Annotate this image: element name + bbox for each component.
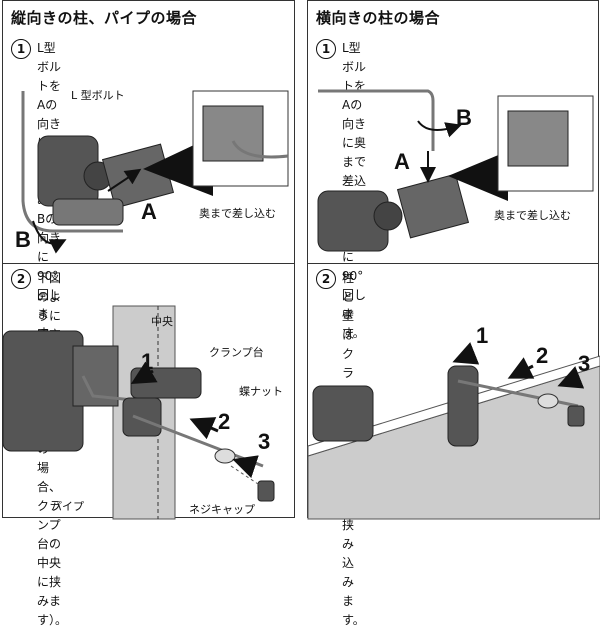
- pipe-label: パイプ: [51, 500, 84, 513]
- cap-label: ネジキャップ: [189, 503, 255, 516]
- label-a: A: [394, 149, 410, 174]
- clamp-label: クランプ台: [209, 346, 264, 359]
- wing-nut-icon: [214, 448, 236, 464]
- clamp-device-icon: [21, 90, 289, 254]
- arrow-number-3: 3: [578, 351, 591, 376]
- step-number: 1: [11, 39, 31, 59]
- label-b: B: [15, 227, 31, 252]
- right-column-horizontal-pillar: 横向きの柱の場合 1 L型ボルトをAの向きに奥まで差込み、 Bの向きに90°回し…: [307, 0, 600, 627]
- step-number: 2: [11, 269, 31, 289]
- screw-cap-icon: [257, 480, 275, 502]
- insert-label: 奥まで差し込む: [199, 207, 276, 220]
- center-label: 中央: [151, 315, 173, 328]
- arrow-number-2: 2: [536, 343, 549, 368]
- insert-label: 奥まで差し込む: [494, 209, 571, 222]
- step-number: 2: [316, 269, 336, 289]
- arrow-number-2: 2: [218, 409, 231, 434]
- wing-nut-icon: [537, 393, 559, 409]
- step-number: 1: [316, 39, 336, 59]
- l-bolt-label: L 型ボルト: [71, 89, 125, 102]
- left-column-title: 縦向きの柱、パイプの場合: [11, 9, 198, 27]
- l-bolt-icon: [317, 89, 594, 252]
- wingnut-label: 蝶ナット: [239, 385, 283, 398]
- arrow-number-1: 1: [141, 349, 154, 374]
- divider: [308, 263, 598, 264]
- pipe-icon: [2, 305, 275, 520]
- left-column-vertical-pillar: 縦向きの柱、パイプの場合 1 L型ボルトをAの向きに奥まで差込み、 Bの向きに9…: [2, 0, 295, 627]
- divider: [3, 263, 294, 264]
- right-column-title: 横向きの柱の場合: [316, 9, 441, 27]
- screw-cap-icon: [567, 405, 585, 427]
- arrow-number-1: 1: [476, 323, 489, 348]
- arrow-number-3: 3: [258, 429, 271, 454]
- arrow-icon: [307, 342, 600, 520]
- label-b: B: [456, 105, 472, 130]
- label-a: A: [141, 199, 157, 224]
